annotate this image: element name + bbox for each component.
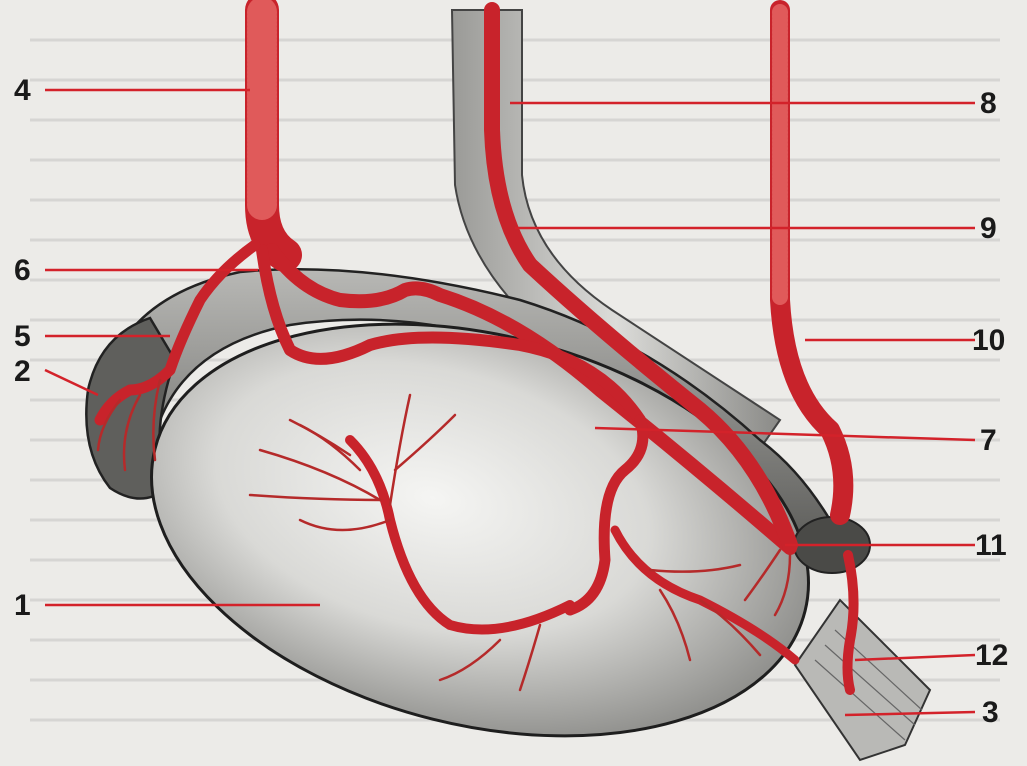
label-1: 1 xyxy=(14,589,31,622)
label-12: 12 xyxy=(975,639,1008,672)
label-6: 6 xyxy=(14,254,31,287)
label-2: 2 xyxy=(14,355,31,388)
label-7: 7 xyxy=(980,424,997,457)
label-9: 9 xyxy=(980,212,997,245)
label-11: 11 xyxy=(975,529,1007,562)
label-4: 4 xyxy=(14,74,31,107)
label-10: 10 xyxy=(972,324,1005,357)
vas-deferens-stump xyxy=(795,600,930,760)
label-3: 3 xyxy=(982,696,999,729)
label-5: 5 xyxy=(14,320,31,353)
label-8: 8 xyxy=(980,87,997,120)
